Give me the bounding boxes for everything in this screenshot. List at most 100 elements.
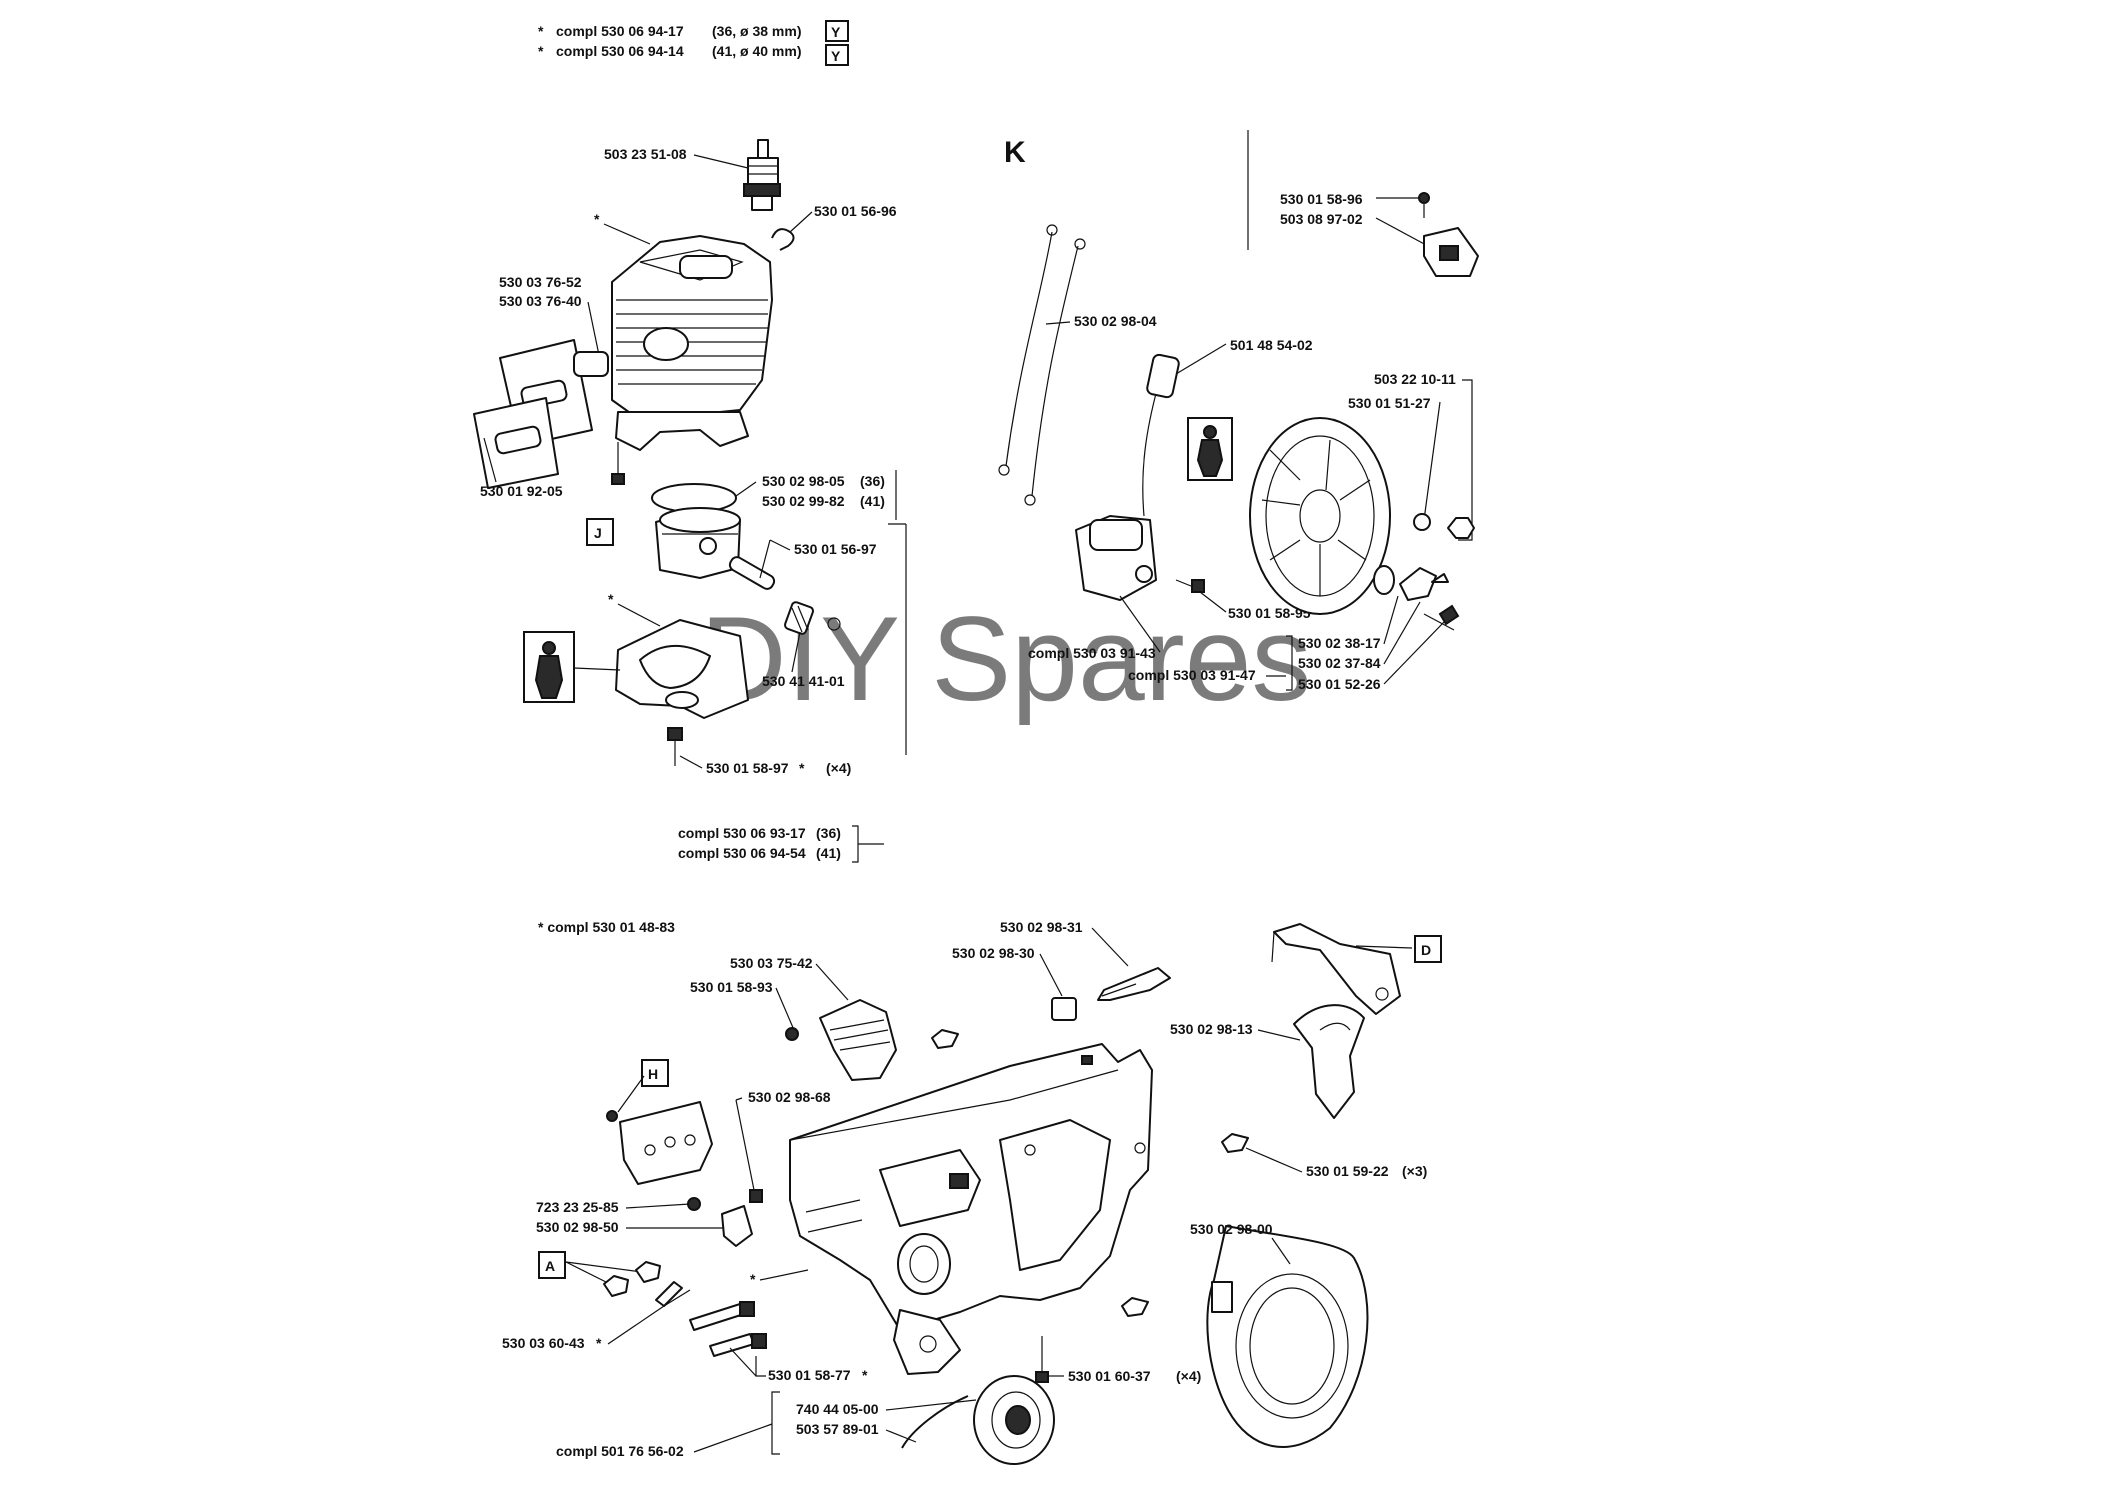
label-pawl-screw: 530 01 52-26 <box>1298 676 1381 692</box>
label-clip: 530 01 56-96 <box>814 203 897 219</box>
label-cover: 530 03 75-42 <box>730 955 813 971</box>
label-stud-star: * <box>596 1335 602 1351</box>
starter-housing <box>1206 1225 1369 1448</box>
label-starter-compl: compl 501 76 56-02 <box>556 1443 684 1459</box>
ignition-section: K 530 02 98-04 501 48 54-02 530 01 <box>998 130 1479 692</box>
header-spec-1: (36, ø 38 mm) <box>712 23 801 39</box>
label-spark-plug: 503 23 51-08 <box>604 146 687 162</box>
label-screw-x4: 530 01 60-37 <box>1068 1368 1151 1384</box>
pawl-assembly <box>1373 565 1460 631</box>
crankcase-main <box>789 1043 1153 1375</box>
compl-note: * compl 530 01 48-83 <box>538 919 675 935</box>
label-switch: 503 08 97-02 <box>1280 211 1363 227</box>
crank-star: * <box>608 591 614 607</box>
label-pin-clip: 530 01 56-97 <box>794 541 877 557</box>
header-code-1: compl 530 06 94-17 <box>556 23 684 39</box>
intake-boot <box>573 351 609 377</box>
stop-switch <box>1418 192 1479 277</box>
housing-screw <box>1035 1336 1049 1383</box>
label-plate: 530 02 98-50 <box>536 1219 619 1235</box>
label-switch-screw: 530 01 58-96 <box>1280 191 1363 207</box>
label-ring-41-size: (41) <box>860 493 885 509</box>
spark-plug-drawing <box>743 139 781 211</box>
letter-box-j <box>586 518 614 546</box>
label-cover-screw: 530 01 58-93 <box>690 979 773 995</box>
label-compl-41-size: (41) <box>816 845 841 861</box>
top-cover <box>785 999 897 1081</box>
label-nut: 503 22 10-11 <box>1374 371 1456 387</box>
crankcase-nut-3 <box>1121 1297 1149 1317</box>
label-coil-screw: 530 01 58-95 <box>1228 605 1311 621</box>
ignition-coil <box>1075 353 1180 601</box>
crank-screw <box>667 727 683 766</box>
crankcase-nut-1 <box>931 1029 959 1049</box>
mechanic-icon <box>523 631 575 703</box>
label-screw-a: 723 23 25-85 <box>536 1199 619 1215</box>
label-plug-cap: 501 48 54-02 <box>1230 337 1313 353</box>
label-compl-41: compl 530 06 94-54 <box>678 845 806 861</box>
letter-box-a <box>538 1251 566 1279</box>
label-bracket: 530 02 98-31 <box>1000 919 1083 935</box>
flywheel-washer <box>1413 513 1431 531</box>
ignition-wire <box>998 224 1086 506</box>
crankcase-star: * <box>750 1271 756 1287</box>
side-plate <box>606 1101 713 1185</box>
header-box-1 <box>825 20 849 42</box>
flywheel <box>1249 417 1391 615</box>
label-guide: 530 02 98-13 <box>1170 1021 1253 1037</box>
label-housing: 530 02 98-00 <box>1190 1221 1273 1237</box>
label-ring-41: 530 02 99-82 <box>762 493 845 509</box>
letter-a: A <box>545 1258 555 1274</box>
header-star-1: * <box>538 23 544 39</box>
label-pulley-a: 740 44 05-00 <box>796 1401 879 1417</box>
label-compl-36: compl 530 06 93-17 <box>678 825 806 841</box>
label-compl-36-size: (36) <box>816 825 841 841</box>
label-crank-screw-qty: (×4) <box>826 760 851 776</box>
letter-box-h <box>641 1059 669 1087</box>
label-stud-screw: 530 01 58-77 <box>768 1367 851 1383</box>
starter-pulley <box>901 1375 1055 1465</box>
label-stud-screw-star: * <box>862 1367 868 1383</box>
label-screw-x4-qty: (×4) <box>1176 1368 1201 1384</box>
stud-assembly <box>603 1261 767 1357</box>
piston-pin <box>728 556 776 590</box>
label-ring-36: 530 02 98-05 <box>762 473 845 489</box>
header-box-1-letter: Y <box>831 24 841 40</box>
label-wire: 530 02 98-04 <box>1074 313 1157 329</box>
cylinder-star: * <box>594 211 600 227</box>
label-pulley-b: 503 57 89-01 <box>796 1421 879 1437</box>
header-block: * compl 530 06 94-17 (36, ø 38 mm) Y * c… <box>538 20 849 66</box>
cylinder-section: 503 23 51-08 530 01 56-96 * 530 03 76-52… <box>473 139 907 863</box>
screw-a-drawing <box>687 1197 701 1211</box>
plate-drawing <box>721 1205 753 1247</box>
needle-bearing <box>784 601 814 635</box>
label-flywheel-compl: compl 530 03 91-47 <box>1128 667 1256 683</box>
label-bearing: 530 41 41-01 <box>762 673 845 689</box>
header-box-2-letter: Y <box>831 48 841 64</box>
label-base-gasket: 530 01 92-05 <box>480 483 563 499</box>
label-coil-compl: compl 530 03 91-43 <box>1028 645 1156 661</box>
label-bushing: 530 02 98-30 <box>952 945 1035 961</box>
label-stud: 530 03 60-43 <box>502 1335 585 1351</box>
guide-drawing <box>1293 1004 1365 1119</box>
label-spring: 530 02 37-84 <box>1298 655 1381 671</box>
header-star-2: * <box>538 43 544 59</box>
label-buffer: 530 02 98-68 <box>748 1089 831 1105</box>
label-crank-screw: 530 01 58-97 <box>706 760 789 776</box>
bushing-drawing <box>1051 997 1077 1021</box>
crankcase-section: * compl 530 01 48-83 530 02 98-31 530 02… <box>502 919 1442 1465</box>
header-box-2 <box>825 44 849 66</box>
mechanic-icon-2 <box>1187 417 1233 481</box>
letter-k: K <box>1004 136 1026 169</box>
flywheel-nut <box>1447 517 1475 539</box>
guard-plate <box>1271 923 1401 1015</box>
label-nut-x3-qty: (×3) <box>1402 1163 1427 1179</box>
buffer-drawing <box>749 1189 763 1203</box>
label-nut-x3: 530 01 59-22 <box>1306 1163 1389 1179</box>
label-crank-screw-star: * <box>799 760 805 776</box>
crank-half-drawing <box>615 619 749 719</box>
letter-box-d <box>1414 935 1442 963</box>
piston-clip <box>827 617 841 631</box>
letter-j: J <box>594 525 602 541</box>
label-gasket-a: 530 03 76-52 <box>499 274 582 290</box>
